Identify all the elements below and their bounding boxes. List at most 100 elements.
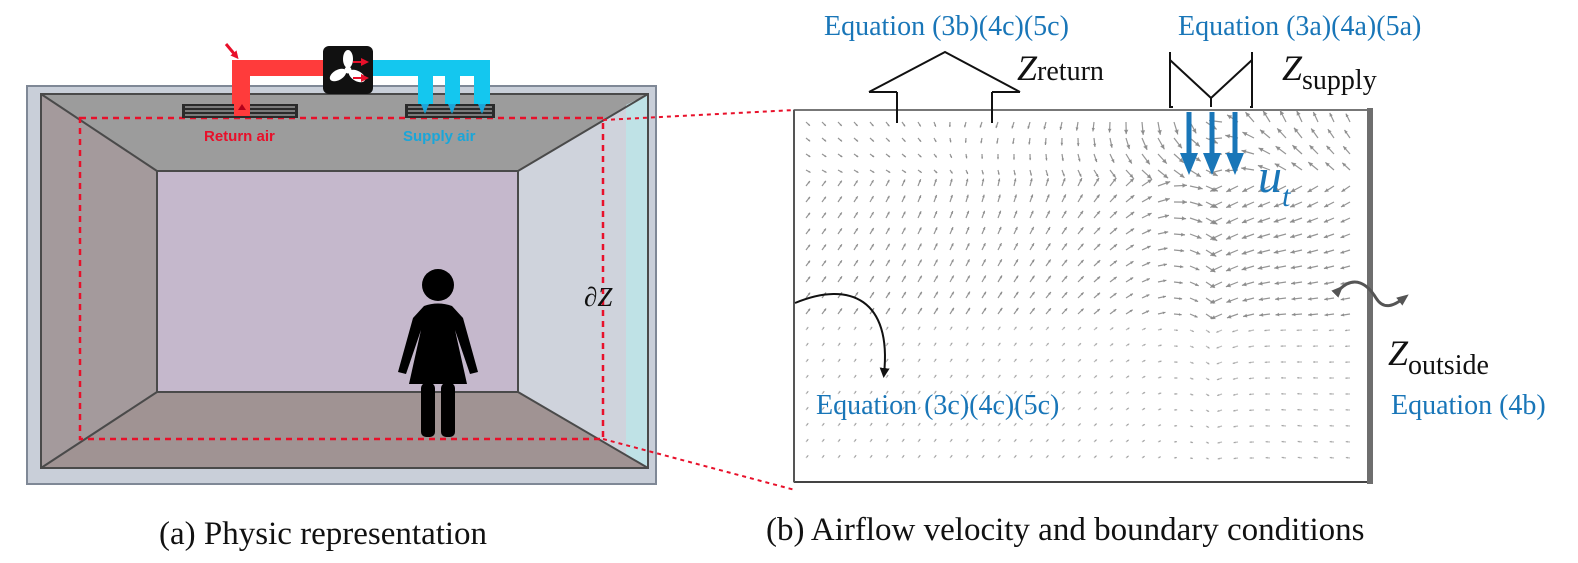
velocity-vector-head [934,124,936,127]
velocity-vector-head [950,407,953,410]
velocity-vector-head [1094,359,1097,362]
velocity-vector-head [999,243,1002,247]
velocity-vector-head [934,179,937,182]
velocity-vector-head [1345,377,1348,380]
velocity-vector-head [822,391,825,394]
velocity-vector-head [902,179,906,183]
velocity-vector-head [838,423,841,426]
velocity-vector-head [1329,440,1332,443]
velocity-vector-head [1095,327,1098,330]
velocity-vector-head [806,327,809,330]
velocity-vector-head [1162,295,1166,299]
velocity-vector-head [1093,143,1097,147]
velocity-vector-head [1014,226,1018,230]
velocity-vector-head [854,439,857,442]
velocity-vector-head [1127,327,1130,330]
velocity-vector-field [805,110,1351,460]
velocity-vector-head [854,342,857,346]
return-duct [232,60,330,76]
velocity-vector-head [806,391,809,394]
velocity-vector-head [1030,342,1033,346]
velocity-vector-head [807,260,810,264]
velocity-vector-head [934,342,937,345]
velocity-vector-head [1307,250,1312,254]
velocity-vector-head [1128,159,1132,164]
velocity-vector-head [1275,312,1280,317]
velocity-vector-head [950,390,953,394]
velocity-vector-head [982,423,985,426]
velocity-vector-head [934,139,937,142]
velocity-vector-head [1046,343,1049,346]
velocity-vector-head [1323,250,1328,254]
velocity-vector-head [807,276,811,280]
velocity-vector-head [1043,126,1047,130]
velocity-vector-head [807,181,810,184]
velocity-vector-head [1175,345,1178,348]
velocity-vector-head [1075,127,1079,131]
velocity-vector-head [903,291,906,295]
velocity-vector-head [1062,327,1065,330]
velocity-vector-head [934,326,937,329]
velocity-vector-head [1047,210,1050,214]
velocity-vector-head [1323,234,1328,239]
velocity-vector-head [1031,243,1034,247]
velocity-vector-head [983,275,986,279]
velocity-vector-head [1030,407,1033,410]
velocity-vector-head [1217,425,1220,428]
velocity-vector-head [1080,308,1084,312]
velocity-vector-head [1313,392,1316,395]
z-return-label: Zreturn [1017,48,1104,88]
velocity-vector-head [1345,456,1348,459]
velocity-vector-head [887,308,890,311]
wall-bc-arrow [794,293,890,378]
velocity-vector-head [1061,158,1064,161]
velocity-vector-head [1232,362,1235,364]
velocity-vector-head [1044,142,1047,145]
velocity-vector-head [1281,408,1284,411]
window-pane [626,94,648,468]
velocity-vector-head [1110,359,1114,362]
velocity-vector-head [1210,283,1216,288]
velocity-vector-head [1129,293,1133,297]
velocity-vector-head [807,308,811,312]
velocity-vector-head [1311,128,1316,133]
velocity-vector-head [1029,157,1032,161]
velocity-vector-head [1296,361,1299,363]
velocity-vector-head [1177,143,1182,149]
velocity-vector-head [918,211,922,215]
velocity-vector-head [823,180,826,184]
velocity-vector-head [1110,455,1113,458]
velocity-vector-head [1227,314,1232,319]
velocity-vector-head [1062,407,1065,410]
velocity-vector-head [1011,125,1014,129]
velocity-vector-head [919,307,922,311]
velocity-vector-head [998,210,1001,214]
velocity-vector-head [1323,219,1329,223]
velocity-vector-head [1162,158,1167,164]
velocity-vector-head [919,275,922,279]
velocity-vector-head [1164,214,1169,219]
velocity-vector-head [1110,439,1113,442]
velocity-vector-head [966,342,969,345]
velocity-vector-head [1046,359,1049,362]
velocity-vector-head [1280,345,1283,348]
velocity-vector-head [1046,455,1049,458]
velocity-vector-head [855,228,858,231]
velocity-vector-head [1273,234,1279,239]
velocity-vector-head [1110,375,1113,378]
velocity-vector-head [982,326,985,329]
velocity-vector-head [966,407,969,410]
velocity-vector-head [807,244,810,248]
velocity-vector-head [950,455,953,458]
velocity-vector-head [982,358,985,361]
velocity-vector-head [967,307,970,311]
velocity-vector-head [1216,346,1219,349]
velocity-vector-head [1329,392,1332,395]
velocity-vector-head [1275,296,1280,301]
velocity-vector-head [855,123,858,126]
velocity-vector-head [855,196,858,199]
velocity-vector-head [1031,226,1034,231]
inflow-arrows [1180,112,1244,175]
velocity-vector-head [1030,359,1033,362]
